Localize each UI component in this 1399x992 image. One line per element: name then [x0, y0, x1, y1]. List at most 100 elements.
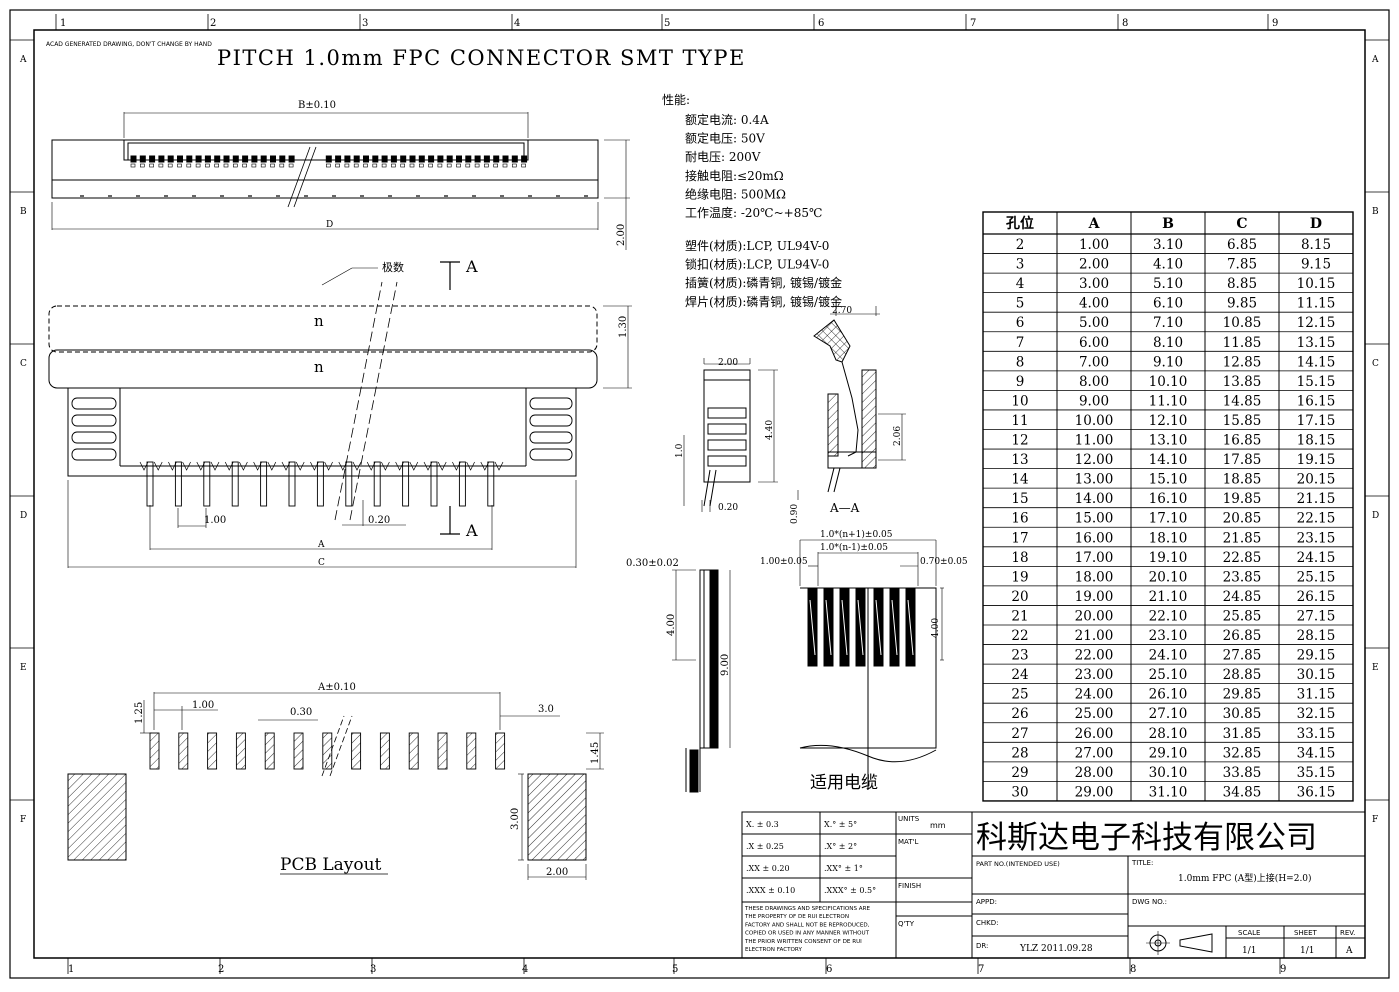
table-cell: 35.15	[1297, 765, 1336, 781]
table-cell: 22.10	[1149, 608, 1188, 624]
grid-row-left: B	[20, 207, 27, 217]
table-cell: 25	[1011, 687, 1028, 703]
table-cell: 24.15	[1297, 550, 1336, 566]
table-cell: 2.00	[1079, 257, 1109, 273]
table-cell: 21.15	[1297, 491, 1336, 507]
material-line: 焊片(材质):磷青铜, 镀锡/镀金	[685, 294, 842, 309]
disclaimer-line: ELECTRON FACTORY	[745, 947, 802, 953]
table-cell: 6.10	[1153, 296, 1183, 312]
table-cell: 28.85	[1223, 667, 1262, 683]
table-cell: 26	[1011, 706, 1028, 722]
table-cell: 8.10	[1153, 335, 1183, 351]
dim-pcb-2-00: 2.00	[546, 867, 568, 878]
table-cell: 25.10	[1149, 667, 1188, 683]
table-cell: 32.85	[1223, 745, 1262, 761]
dim-cable-0-70: 0.70±0.05	[920, 557, 968, 567]
grid-col-bottom: 3	[370, 964, 376, 975]
tb-units: mm	[930, 821, 946, 830]
table-cell: 19.00	[1075, 589, 1114, 605]
grid-col-bottom: 1	[68, 964, 74, 975]
dim-side-4-40: 4.40	[765, 420, 775, 440]
material-line: 插簧(材质):磷青铜, 镀锡/镀金	[685, 275, 842, 290]
table-cell: 26.10	[1149, 687, 1188, 703]
table-header-cell: C	[1236, 216, 1247, 232]
dim-sec-0-90: 0.90	[790, 504, 800, 524]
table-cell: 21.00	[1075, 628, 1114, 644]
tb-scale: 1/1	[1242, 946, 1256, 956]
dim-a: A	[317, 540, 325, 550]
table-cell: 7	[1016, 335, 1025, 351]
table-cell: 16.85	[1223, 433, 1262, 449]
drawing-title: PITCH 1.0mm FPC CONNECTOR SMT TYPE	[217, 46, 746, 70]
spec-line: 额定电流: 0.4A	[685, 112, 769, 127]
table-cell: 9.15	[1301, 257, 1331, 273]
table-cell: 33.85	[1223, 765, 1262, 781]
table-cell: 31.85	[1223, 726, 1262, 742]
side-view	[683, 358, 778, 512]
dim-cable-4-00: 4.00	[666, 614, 677, 636]
grid-row-right: F	[1372, 815, 1378, 825]
table-cell: 28.15	[1297, 628, 1336, 644]
table-cell: 3.00	[1079, 276, 1109, 292]
tol-angular: .XXX° ± 0.5°	[824, 886, 876, 895]
dim-pcb-1-00: 1.00	[192, 700, 214, 711]
table-cell: 19.10	[1149, 550, 1188, 566]
table-cell: 20.85	[1223, 511, 1262, 527]
grid-col-top: 2	[210, 18, 216, 29]
table-cell: 20	[1011, 589, 1028, 605]
table-cell: 15.15	[1297, 374, 1336, 390]
tb-rev-label: REV.	[1340, 929, 1355, 937]
section-aa-label: A—A	[829, 501, 860, 515]
disclaimer-line: FACTORY AND SHALL NOT BE REPRODUCED,	[745, 922, 870, 928]
table-cell: 27.85	[1223, 648, 1262, 664]
table-cell: 10.15	[1297, 276, 1336, 292]
table-cell: 3.10	[1153, 237, 1183, 253]
tb-matl: MAT'L	[898, 838, 918, 846]
tol-linear: .XX ± 0.20	[746, 864, 790, 873]
tol-angular: X.° ± 5°	[824, 820, 857, 829]
table-cell: 36.15	[1297, 784, 1336, 800]
table-cell: 14.15	[1297, 354, 1336, 370]
grid-col-bottom: 6	[826, 964, 832, 975]
table-cell: 10.10	[1149, 374, 1188, 390]
table-cell: 11.00	[1075, 433, 1114, 449]
table-cell: 14.00	[1075, 491, 1114, 507]
table-cell: 26.15	[1297, 589, 1336, 605]
spec-line: 工作温度: -20℃~+85℃	[685, 205, 822, 220]
table-cell: 27	[1011, 726, 1028, 742]
table-cell: 18.85	[1223, 472, 1262, 488]
grid-row-left: A	[19, 55, 27, 65]
table-cell: 13	[1011, 452, 1028, 468]
tb-title-value: 1.0mm FPC (A型)上接(H=2.0)	[1178, 872, 1312, 884]
table-cell: 13.10	[1149, 433, 1188, 449]
table-cell: 15.85	[1223, 413, 1262, 429]
grid-row-left: C	[20, 359, 27, 369]
table-cell: 26.85	[1223, 628, 1262, 644]
pcb-layout	[67, 692, 604, 880]
table-cell: 29	[1011, 765, 1028, 781]
table-cell: 17.10	[1149, 511, 1188, 527]
dim-pcb-a-tol: A±0.10	[317, 682, 356, 693]
dim-pcb-1-45: 1.45	[590, 742, 601, 764]
table-cell: 12	[1011, 433, 1028, 449]
table-cell: 22	[1011, 628, 1028, 644]
table-cell: 28.10	[1149, 726, 1188, 742]
table-cell: 14	[1011, 472, 1028, 488]
front-view	[48, 261, 632, 568]
tb-appd: APPD:	[976, 898, 997, 906]
grid-col-top: 9	[1272, 18, 1278, 29]
disclaimer-line: THE PRIOR WRITTEN CONSENT OF DE RUI	[744, 939, 862, 945]
tol-linear: .XXX ± 0.10	[746, 886, 795, 895]
table-cell: 24	[1011, 667, 1028, 683]
table-cell: 11.15	[1297, 296, 1336, 312]
tb-part-no: PART NO.(INTENDED USE)	[976, 860, 1060, 868]
table-cell: 32.15	[1297, 706, 1336, 722]
grid-col-bottom: 5	[672, 964, 678, 975]
table-cell: 16.15	[1297, 393, 1336, 409]
table-cell: 25.00	[1075, 706, 1114, 722]
table-header-cell: A	[1088, 216, 1101, 232]
table-cell: 23	[1011, 648, 1028, 664]
tol-linear: X. ± 0.3	[746, 820, 779, 829]
table-cell: 24.85	[1223, 589, 1262, 605]
